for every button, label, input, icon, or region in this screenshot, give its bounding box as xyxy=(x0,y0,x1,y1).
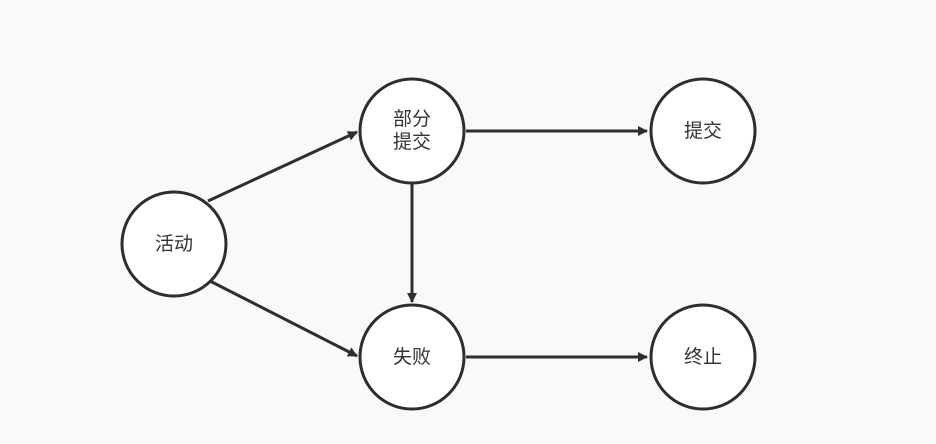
node-partial-commit-label-line-2: 提交 xyxy=(392,131,431,153)
node-partial-commit: 部分 提交 xyxy=(360,79,464,183)
node-aborted-circle xyxy=(649,303,757,411)
node-commit-label: 提交 xyxy=(683,119,722,142)
node-aborted: 终止 xyxy=(651,305,755,409)
node-commit-circle xyxy=(649,77,757,185)
node-commit: 提交 xyxy=(651,79,755,183)
node-active-circle xyxy=(120,190,228,298)
node-active: 活动 xyxy=(122,192,226,296)
node-failed-label: 失败 xyxy=(392,345,431,368)
edge-active-to-partial-commit xyxy=(207,130,358,203)
node-partial-commit-circle xyxy=(358,77,466,185)
node-aborted-label: 终止 xyxy=(683,345,722,368)
node-active-label: 活动 xyxy=(154,232,193,255)
node-failed: 失败 xyxy=(360,305,464,409)
edge-active-to-failed xyxy=(207,278,358,358)
node-failed-circle xyxy=(358,303,466,411)
node-partial-commit-label-line-1: 部分 xyxy=(392,108,431,130)
